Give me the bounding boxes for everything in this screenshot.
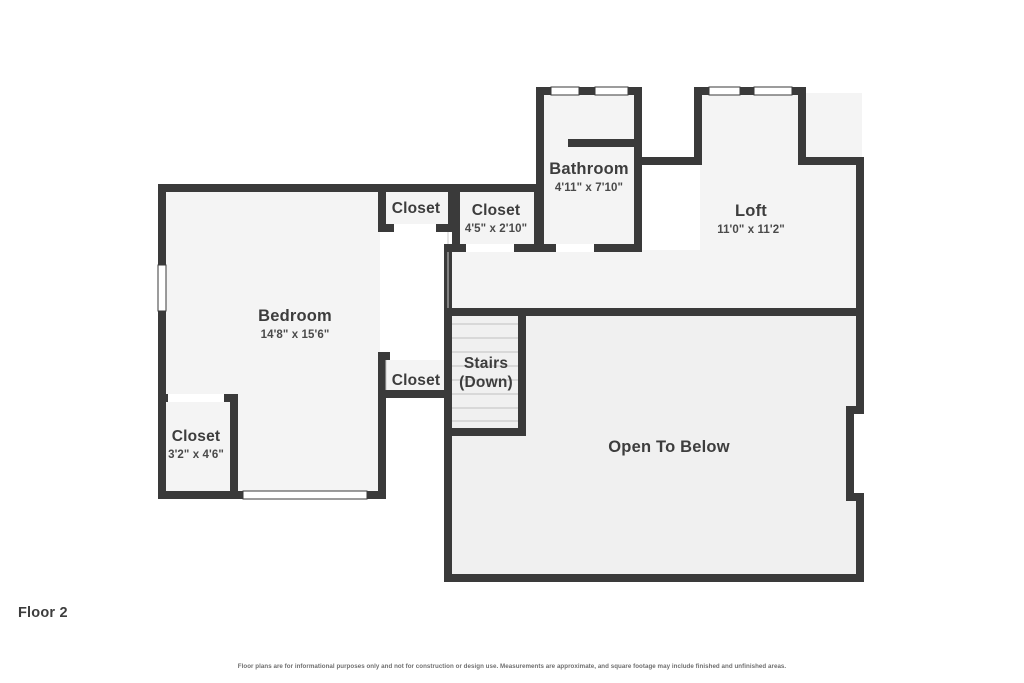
wall-closet-hall-left: [452, 184, 460, 250]
wall-bedroom-top: [158, 184, 386, 192]
wall-bedroom-right-lower: [378, 352, 386, 499]
wall-open-below-notch-side: [846, 406, 854, 501]
wall-stairs-left: [444, 308, 452, 436]
windows: [157, 86, 793, 500]
room-labels: Bedroom 14'8" x 15'6" Closet Closet 4'5"…: [168, 160, 785, 461]
door-closet-lower: [168, 394, 224, 402]
label-bathroom-dims: 4'11" x 7'10": [555, 182, 623, 194]
label-closet-mid-name: Closet: [392, 372, 441, 389]
disclaimer-text: Floor plans are for informational purpos…: [237, 663, 787, 670]
wall-closet-upper-bottom-l: [380, 224, 394, 232]
wall-open-below-left: [444, 428, 452, 582]
wall-open-below-notch-bottom: [846, 493, 864, 501]
wall-loft-left-upper: [694, 87, 702, 165]
floor-label: Floor 2: [18, 605, 68, 621]
wall-closet-lower-right: [230, 394, 238, 499]
window-loft-right: [753, 86, 793, 96]
wall-bathroom-bottom-l: [536, 244, 556, 252]
label-closet-hall-name: Closet: [472, 202, 521, 219]
closet-hall-fill: [458, 190, 536, 250]
wall-closet-mid-bottom: [380, 390, 452, 398]
window-bedroom-bottom: [242, 490, 368, 500]
wall-bathroom-right: [634, 87, 642, 252]
window-bedroom-left: [157, 264, 167, 312]
wall-loft-right-upper: [798, 87, 806, 165]
wall-bathroom-stub: [568, 139, 642, 147]
hallway-fill: [450, 250, 862, 312]
wall-stairs-bottom: [444, 428, 526, 436]
wall-open-below-bottom: [444, 574, 864, 582]
closet-upper-fill: [384, 190, 450, 226]
window-bathroom-right: [594, 86, 629, 96]
wall-open-below-right-lower: [856, 493, 864, 582]
wall-open-below-right-upper: [856, 308, 864, 414]
label-loft-name: Loft: [735, 202, 767, 220]
wall-closet-hall-bottom-l: [452, 244, 466, 252]
wall-open-below-top: [518, 308, 864, 316]
door-closet-upper: [394, 224, 436, 232]
label-closet-hall-dims: 4'5" x 2'10": [465, 223, 527, 235]
closet-mid-fill: [384, 358, 450, 394]
wall-bathroom-left: [536, 87, 544, 252]
door-closet-mid: [390, 352, 444, 360]
label-bathroom-name: Bathroom: [549, 160, 629, 178]
door-closet-hall: [466, 244, 514, 252]
wall-bathroom-top: [536, 87, 642, 95]
wall-closet-hall-top: [452, 184, 542, 192]
wall-loft-top: [694, 87, 806, 95]
label-closet-lower-name: Closet: [172, 428, 221, 445]
door-bathroom: [556, 244, 594, 252]
wall-bedroom-left: [158, 184, 166, 499]
window-loft-left: [708, 86, 741, 96]
wall-bathroom-bottom-r: [594, 244, 642, 252]
wall-closet-upper-bottom-r: [436, 224, 450, 232]
label-closet-upper-name: Closet: [392, 200, 441, 217]
wall-loft-left-jog: [642, 157, 702, 165]
open-below-fill: [452, 312, 862, 582]
wall-loft-right-jog: [798, 157, 864, 165]
label-closet-lower-dims: 3'2" x 4'6": [168, 449, 224, 461]
window-bathroom-left: [550, 86, 580, 96]
interior-openings: [385, 232, 449, 390]
wall-closet-hall-bottom-r: [514, 244, 542, 252]
label-loft-dims: 11'0" x 11'2": [717, 224, 785, 236]
wall-stairs-right: [518, 308, 526, 436]
label-bedroom-name: Bedroom: [258, 307, 332, 325]
room-fills: [164, 93, 862, 582]
wall-hall-bottom-left: [444, 308, 526, 316]
label-stairs-dims: (Down): [459, 374, 513, 391]
label-stairs-name: Stairs: [464, 355, 508, 372]
label-open-below-name: Open To Below: [608, 438, 729, 456]
wall-bedroom-right-upper: [378, 184, 386, 232]
wall-closet-upper-top: [380, 184, 456, 192]
wall-loft-right-main: [856, 157, 864, 317]
label-bedroom-dims: 14'8" x 15'6": [261, 329, 330, 341]
wall-open-below-notch-top: [846, 406, 864, 414]
bathroom-fill: [542, 93, 636, 250]
closet-lower-fill: [164, 400, 237, 493]
stair-treads: [452, 323, 518, 422]
